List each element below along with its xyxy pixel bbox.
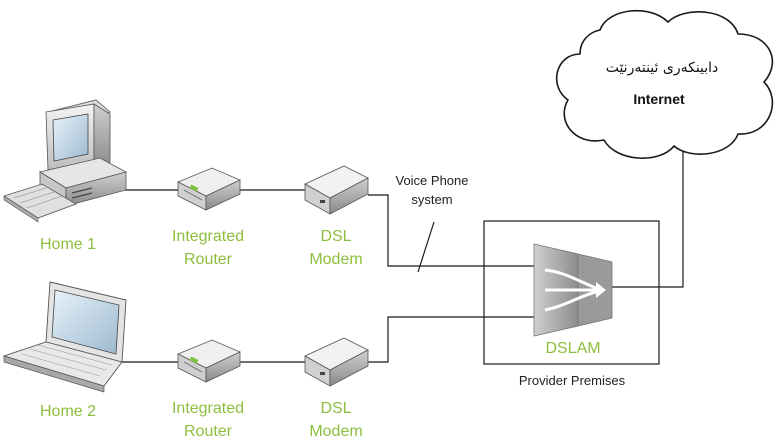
router1-label-line1: Integrated [172,228,244,245]
laptop-icon [2,281,127,393]
desktop-computer-icon [3,99,128,223]
provider-premises-label: Provider Premises [519,373,626,388]
cloud-internet-label: Internet [633,91,685,107]
modem2-label-line1: DSL [320,400,351,417]
voice-phone-label-line2: system [411,192,452,207]
wire-dslam-internet [612,148,684,288]
cloud-kurdish-label: دابینکەری ئینتەرنێت [606,60,719,76]
internet-cloud-icon [555,9,774,159]
wire-modem1-dslam [368,194,540,267]
dslam-label: DSLAM [545,340,600,357]
voice-phone-pointer [417,221,435,273]
router-icon [177,167,241,211]
voice-phone-label-line1: Voice Phone [395,173,468,188]
provider-premises-box [483,220,660,365]
connection-wires [112,148,684,363]
home1-label: Home 1 [40,236,96,253]
wire-modem2-dslam [368,316,540,363]
router1-label-line2: Router [184,251,233,268]
router2-label-line2: Router [184,423,233,440]
dsl-modem-icon [304,165,369,215]
dsl-modem-icon [304,337,369,387]
modem1-label-line1: DSL [320,228,351,245]
router-icon [177,339,241,383]
modem1-label-line2: Modem [309,251,362,268]
home2-label: Home 2 [40,403,96,420]
router2-label-line1: Integrated [172,400,244,417]
dslam-icon [533,243,613,337]
modem2-label-line2: Modem [309,423,362,440]
